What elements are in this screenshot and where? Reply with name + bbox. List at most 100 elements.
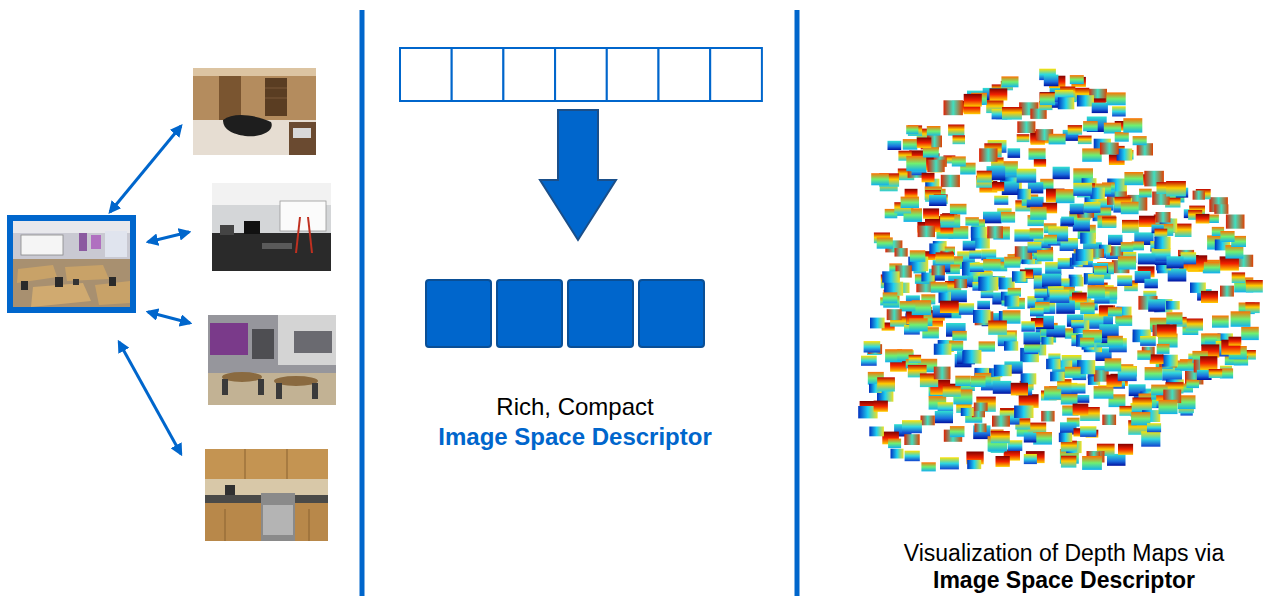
depth-thumbnail bbox=[1220, 231, 1234, 242]
depth-thumbnail bbox=[943, 385, 961, 397]
depth-thumbnail bbox=[1001, 212, 1015, 223]
panel-divider bbox=[795, 10, 800, 596]
similarity-arrow bbox=[148, 312, 190, 323]
depth-thumbnail bbox=[1024, 454, 1037, 464]
depth-thumbnail bbox=[955, 376, 970, 386]
depth-thumbnail bbox=[950, 204, 967, 215]
query-photo bbox=[21, 235, 63, 255]
depth-thumbnail bbox=[1094, 386, 1114, 399]
depth-thumbnail bbox=[1021, 321, 1035, 331]
depth-thumbnail bbox=[936, 252, 955, 264]
depth-thumbnail bbox=[1154, 237, 1170, 249]
depth-thumbnail bbox=[1044, 235, 1057, 244]
depth-thumbnail bbox=[993, 381, 1011, 394]
retrieved-photo bbox=[309, 509, 310, 541]
descriptor-cells bbox=[400, 48, 452, 101]
retrieved-photo bbox=[312, 383, 318, 399]
depth-thumbnail bbox=[1196, 214, 1210, 224]
compact-cells bbox=[426, 280, 704, 347]
depth-thumbnail bbox=[1080, 426, 1096, 437]
depth-thumbnail bbox=[1204, 262, 1220, 273]
depth-thumbnail bbox=[979, 148, 997, 162]
depth-thumbnail bbox=[1102, 415, 1116, 425]
retrieved-photo bbox=[293, 128, 311, 138]
depth-thumbnail bbox=[1030, 109, 1046, 119]
query-photo bbox=[13, 221, 130, 307]
depth-thumbnail bbox=[1080, 338, 1094, 348]
retrieved-photo bbox=[205, 449, 328, 541]
retrieved-photo bbox=[252, 329, 274, 359]
depth-thumbnail bbox=[977, 171, 992, 183]
depth-thumbnail bbox=[1225, 245, 1243, 259]
depth-thumbnail bbox=[1017, 169, 1037, 183]
similarity-arrow bbox=[148, 232, 189, 242]
depth-thumbnail bbox=[1034, 159, 1046, 167]
depth-thumbnail bbox=[1156, 212, 1171, 223]
depth-thumbnail bbox=[954, 279, 967, 288]
retrieved-photo bbox=[263, 505, 293, 535]
retrieved-photo bbox=[287, 449, 288, 479]
visualization-caption-box: Visualization of Depth Maps via bbox=[904, 540, 1224, 566]
depth-thumbnail bbox=[1145, 367, 1163, 380]
descriptor-title: Image Space Descriptor bbox=[438, 423, 711, 451]
retrieved-photo bbox=[276, 383, 282, 399]
depth-thumbnail bbox=[901, 197, 919, 208]
depth-thumbnail bbox=[1029, 148, 1046, 159]
depth-thumbnail bbox=[1012, 271, 1026, 281]
retrieved-photo bbox=[223, 115, 272, 136]
depth-thumbnail bbox=[994, 196, 1008, 205]
depth-thumbnail bbox=[1088, 274, 1104, 285]
retrieved-photo bbox=[205, 449, 328, 479]
depth-thumbnail bbox=[1139, 189, 1152, 198]
depth-thumbnail bbox=[1118, 256, 1136, 269]
depth-thumbnail bbox=[1030, 228, 1044, 239]
descriptor-cells bbox=[400, 48, 762, 101]
depth-thumbnail bbox=[1014, 406, 1033, 419]
descriptor-cells bbox=[710, 48, 762, 101]
retrieved-photo bbox=[261, 493, 295, 541]
retrieved-photo bbox=[278, 315, 336, 365]
query-photo bbox=[79, 233, 87, 251]
depth-thumbnail bbox=[1132, 242, 1144, 251]
depth-thumbnail bbox=[1157, 344, 1170, 354]
depth-thumbnail bbox=[1068, 125, 1082, 135]
depth-thumbnail bbox=[1137, 350, 1150, 360]
depth-thumbnail bbox=[905, 451, 920, 462]
depth-thumbnail bbox=[1147, 423, 1161, 432]
depth-thumbnail bbox=[871, 173, 889, 185]
depth-thumbnail bbox=[1133, 136, 1147, 145]
depth-thumbnail bbox=[1073, 183, 1092, 196]
depth-thumbnail bbox=[1071, 384, 1085, 394]
depth-thumbnail bbox=[950, 426, 965, 437]
retrieved-photo bbox=[212, 183, 331, 271]
retrieved-photo bbox=[193, 68, 316, 155]
depth-thumbnail bbox=[909, 355, 922, 363]
depth-thumbnail bbox=[906, 156, 926, 171]
depth-thumbnail bbox=[1088, 285, 1105, 298]
depth-thumbnail bbox=[921, 416, 935, 426]
depth-thumbnail bbox=[1041, 337, 1053, 345]
depth-thumbnail bbox=[1004, 341, 1018, 350]
depth-thumbnail bbox=[1073, 404, 1089, 416]
depth-thumbnail bbox=[1186, 380, 1199, 388]
retrieved-photo bbox=[212, 183, 331, 271]
depth-thumbnail bbox=[1070, 277, 1084, 287]
retrieved-photo bbox=[265, 98, 287, 99]
depth-thumbnail bbox=[1056, 189, 1075, 203]
depth-thumbnail bbox=[1108, 307, 1122, 316]
retrieved-photo bbox=[220, 225, 234, 235]
depth-thumbnail bbox=[1121, 242, 1134, 252]
depth-thumbnail bbox=[1030, 308, 1044, 317]
depth-thumbnail bbox=[1076, 249, 1094, 261]
depth-thumbnail bbox=[918, 226, 935, 237]
depth-thumbnail bbox=[991, 431, 1010, 443]
depth-thumbnail bbox=[971, 376, 986, 387]
query-photo bbox=[13, 221, 130, 307]
depth-thumbnail bbox=[906, 125, 918, 134]
depth-thumbnail bbox=[1214, 204, 1228, 214]
depth-thumbnail bbox=[1037, 250, 1053, 261]
descriptor-cells bbox=[452, 48, 504, 101]
retrieved-photo bbox=[244, 221, 260, 234]
depth-thumbnail bbox=[996, 456, 1010, 467]
